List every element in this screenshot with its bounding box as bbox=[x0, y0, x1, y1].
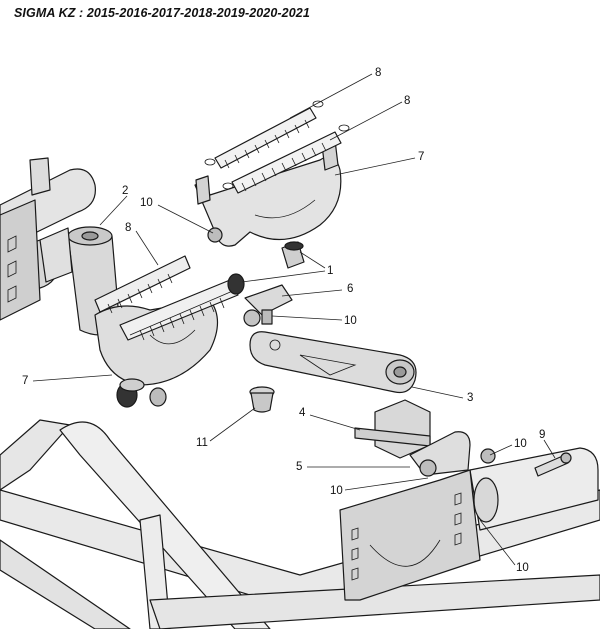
bushing-11 bbox=[249, 386, 275, 413]
callout-6: 6 bbox=[347, 283, 353, 295]
callout-10-upper: 10 bbox=[140, 197, 153, 209]
callout-2: 2 bbox=[122, 185, 128, 197]
callout-7-upper: 7 bbox=[418, 151, 424, 163]
pin-5 bbox=[409, 431, 496, 477]
plate-6-and-nut bbox=[243, 284, 293, 327]
right-lower-bracket bbox=[339, 469, 481, 601]
left-spring-8 bbox=[94, 255, 239, 341]
callout-5: 5 bbox=[296, 461, 302, 473]
callout-8-upper: 8 bbox=[404, 95, 410, 107]
callout-1: 1 bbox=[327, 265, 333, 277]
leader-lines bbox=[32, 73, 556, 566]
diagram-title: SIGMA KZ : 2015-2016-2017-2018-2019-2020… bbox=[14, 6, 310, 20]
callout-10-bottom: 10 bbox=[516, 562, 529, 574]
callout-labels: 8 8 7 2 10 8 1 6 10 7 3 4 11 9 10 5 10 1… bbox=[22, 67, 545, 574]
callout-8-left: 8 bbox=[125, 222, 131, 234]
callout-10-lower: 10 bbox=[330, 485, 343, 497]
chassis-frame bbox=[0, 157, 600, 629]
callout-11: 11 bbox=[196, 437, 208, 449]
callout-10-right: 10 bbox=[514, 438, 527, 450]
callout-8-top: 8 bbox=[375, 67, 381, 79]
bolt-9 bbox=[534, 452, 572, 477]
callout-3: 3 bbox=[467, 392, 473, 404]
callout-4: 4 bbox=[299, 407, 306, 419]
upper-bracket-assembly bbox=[194, 100, 350, 269]
left-support-assembly bbox=[39, 226, 245, 408]
callout-10-mid: 10 bbox=[344, 315, 357, 327]
clamp-4 bbox=[354, 399, 431, 459]
arm-3 bbox=[249, 331, 417, 394]
callout-9: 9 bbox=[539, 429, 545, 441]
callout-7-left: 7 bbox=[22, 375, 28, 387]
